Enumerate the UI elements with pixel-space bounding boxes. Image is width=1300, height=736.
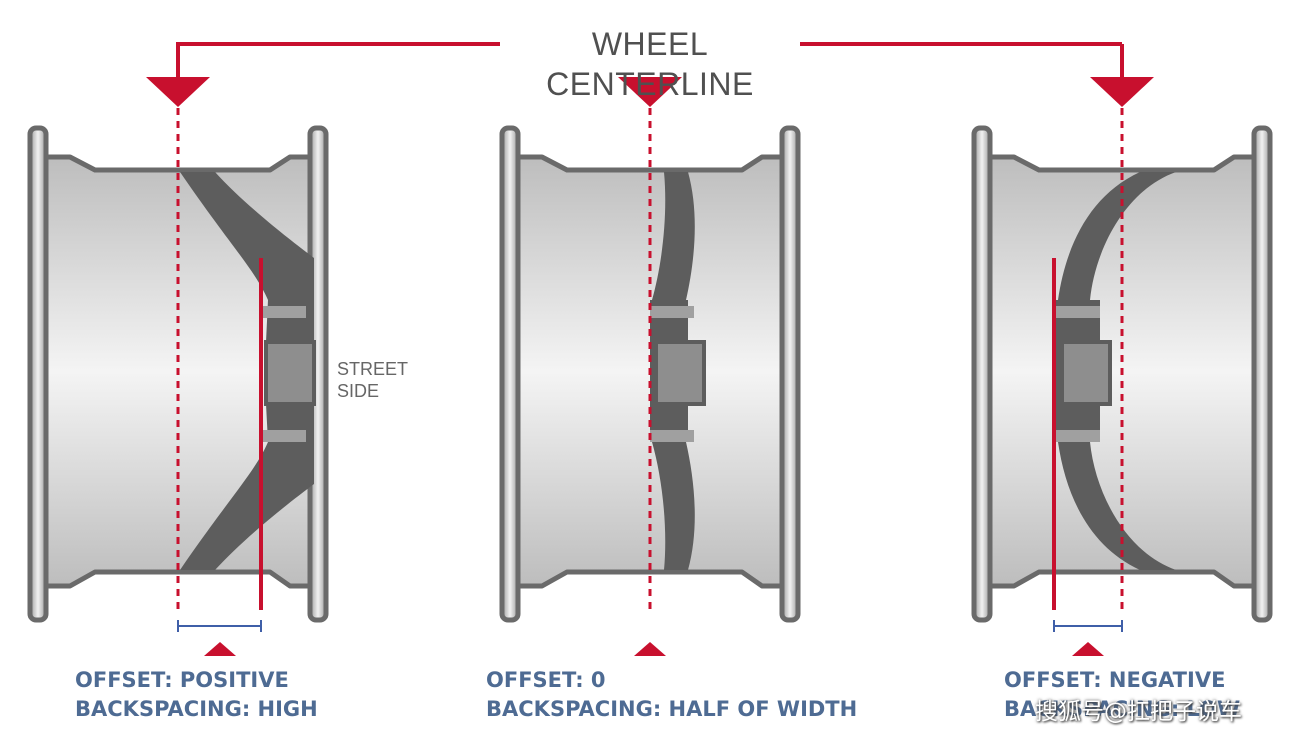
centerline-arrow-right — [1090, 77, 1154, 107]
wheel-zero-offset — [499, 108, 801, 656]
lug-lower — [1056, 430, 1100, 442]
lug-upper — [650, 306, 694, 318]
offset-measure — [1053, 620, 1123, 632]
wheel-centerline-title: WHEEL CENTERLINE — [546, 26, 754, 102]
rim-flange-inner — [27, 125, 49, 623]
lug-upper — [262, 306, 306, 318]
hub-web — [266, 300, 314, 442]
watermark: 搜狐号@扛把子说车 — [1035, 699, 1242, 725]
hub — [1060, 340, 1112, 406]
backspacing-label: BACKSPACING: LOW — [1004, 697, 1241, 721]
hub — [654, 340, 706, 406]
hub — [264, 340, 316, 406]
rim-flange-inner — [971, 125, 993, 623]
caption-positive: OFFSET: POSITIVE BACKSPACING: HIGH — [75, 666, 318, 724]
centerline-arrow-middle — [618, 77, 682, 107]
spoke-top — [652, 172, 695, 300]
spoke-top — [1058, 172, 1176, 300]
wheel-negative-offset — [971, 108, 1273, 656]
rim-flange-outer — [1251, 125, 1273, 623]
offset-pointer — [1072, 642, 1104, 656]
offset-pointer — [204, 642, 236, 656]
offset-label: OFFSET: 0 — [486, 668, 606, 692]
wheel-positive-offset — [27, 108, 329, 656]
lug-lower — [650, 430, 694, 442]
street-side-label: STREET SIDE — [337, 358, 408, 402]
offset-measure — [177, 620, 262, 632]
backspacing-label: BACKSPACING: HALF OF WIDTH — [486, 697, 858, 721]
rim-flange-inner — [499, 125, 521, 623]
caption-negative: OFFSET: NEGATIVE BACKSPACING: LOW — [1004, 666, 1240, 724]
street-side-line1: STREET — [337, 359, 409, 379]
offset-pointer — [634, 642, 666, 656]
lug-upper — [1056, 306, 1100, 318]
centerline-bracket — [176, 42, 1124, 78]
offset-label: OFFSET: POSITIVE — [75, 668, 289, 692]
rim-flange-outer — [779, 125, 801, 623]
lug-lower — [262, 430, 306, 442]
offset-label: OFFSET: NEGATIVE — [1004, 668, 1226, 692]
centerline-arrow-left — [146, 77, 210, 107]
spoke-top — [180, 172, 314, 300]
caption-zero: OFFSET: 0 BACKSPACING: HALF OF WIDTH — [486, 666, 857, 724]
street-side-line2: SIDE — [337, 381, 380, 401]
backspacing-label: BACKSPACING: HIGH — [75, 697, 318, 721]
spoke-bottom — [652, 442, 695, 570]
spoke-bottom — [1058, 442, 1176, 570]
spoke-bottom — [180, 442, 314, 570]
